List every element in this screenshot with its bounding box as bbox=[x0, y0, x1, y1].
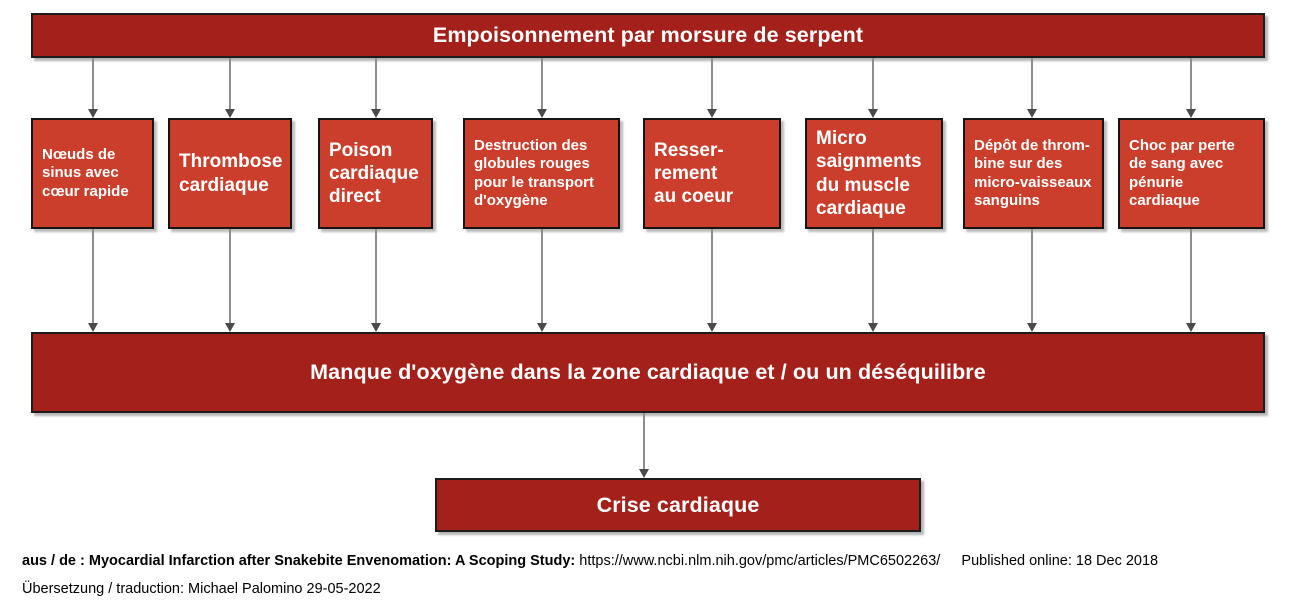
footer-source-url[interactable]: https://www.ncbi.nlm.nih.gov/pmc/article… bbox=[579, 553, 941, 569]
arrow-head bbox=[88, 323, 98, 332]
arrow-shaft bbox=[872, 58, 874, 109]
arrow-shaft bbox=[1190, 58, 1192, 109]
arrow-head bbox=[868, 109, 878, 118]
arrow-title-to-cause-2 bbox=[223, 58, 237, 118]
arrow-shaft bbox=[872, 229, 874, 323]
title-banner-label: Empoisonnement par morsure de serpent bbox=[432, 23, 864, 48]
footer-source-line: aus / de : Myocardial Infarction after S… bbox=[22, 553, 1158, 569]
cause-box-6: Micro saignments du muscle cardiaque bbox=[805, 118, 943, 229]
arrow-head bbox=[1186, 323, 1196, 332]
arrow-head bbox=[225, 109, 235, 118]
title-banner: Empoisonnement par morsure de serpent bbox=[31, 13, 1265, 58]
arrow-cause-8-to-middle bbox=[1184, 229, 1198, 333]
cause-box-6-label: Micro saignments du muscle cardiaque bbox=[816, 128, 922, 219]
cause-box-8-label: Choc par perte de sang avec pénurie card… bbox=[1129, 136, 1235, 209]
arrow-head bbox=[1027, 323, 1037, 332]
arrow-shaft bbox=[711, 58, 713, 109]
cause-box-1: Nœuds de sinus avec cœur rapide bbox=[31, 118, 154, 229]
footer-translation-line: Übersetzung / traduction: Michael Palomi… bbox=[22, 581, 381, 597]
cause-box-2: Thrombose cardiaque bbox=[168, 118, 292, 229]
arrow-title-to-cause-5 bbox=[705, 58, 719, 118]
cause-box-8: Choc par perte de sang avec pénurie card… bbox=[1118, 118, 1265, 229]
arrow-cause-3-to-middle bbox=[369, 229, 383, 333]
arrow-head bbox=[371, 323, 381, 332]
arrow-cause-4-to-middle bbox=[535, 229, 549, 333]
middle-banner-label: Manque d'oxygène dans la zone cardiaque … bbox=[310, 360, 986, 385]
cause-box-4-label: Destruction des globules rouges pour le … bbox=[474, 136, 595, 209]
arrow-head bbox=[537, 323, 547, 332]
cause-box-3: Poison cardiaque direct bbox=[318, 118, 433, 229]
arrow-shaft bbox=[643, 413, 645, 469]
cause-box-1-label: Nœuds de sinus avec cœur rapide bbox=[42, 146, 129, 200]
footer-published-date: Published online: 18 Dec 2018 bbox=[961, 553, 1159, 569]
arrow-cause-5-to-middle bbox=[705, 229, 719, 333]
arrow-head bbox=[707, 109, 717, 118]
arrow-title-to-cause-4 bbox=[535, 58, 549, 118]
outcome-banner: Crise cardiaque bbox=[435, 478, 921, 532]
arrow-cause-2-to-middle bbox=[223, 229, 237, 333]
arrow-head bbox=[88, 109, 98, 118]
arrow-head bbox=[371, 109, 381, 118]
arrow-shaft bbox=[1190, 229, 1192, 323]
arrow-head bbox=[639, 469, 649, 478]
arrow-cause-7-to-middle bbox=[1025, 229, 1039, 333]
cause-box-4: Destruction des globules rouges pour le … bbox=[463, 118, 620, 229]
outcome-banner-label: Crise cardiaque bbox=[596, 492, 760, 517]
arrow-head bbox=[1186, 109, 1196, 118]
arrow-head bbox=[868, 323, 878, 332]
arrow-head bbox=[1027, 109, 1037, 118]
arrow-head bbox=[707, 323, 717, 332]
arrow-shaft bbox=[541, 229, 543, 323]
cause-box-7: Dépôt de throm- bine sur des micro-vaiss… bbox=[963, 118, 1104, 229]
middle-banner: Manque d'oxygène dans la zone cardiaque … bbox=[31, 332, 1265, 413]
arrow-shaft bbox=[1031, 229, 1033, 323]
arrow-head bbox=[225, 323, 235, 332]
arrow-title-to-cause-3 bbox=[369, 58, 383, 118]
arrow-middle-to-outcome bbox=[637, 413, 651, 479]
arrow-shaft bbox=[375, 229, 377, 323]
cause-box-7-label: Dépôt de throm- bine sur des micro-vaiss… bbox=[974, 136, 1092, 209]
arrow-shaft bbox=[375, 58, 377, 109]
footer-source-prefix: aus / de : Myocardial Infarction after S… bbox=[22, 553, 576, 569]
arrow-head bbox=[537, 109, 547, 118]
arrow-shaft bbox=[711, 229, 713, 323]
cause-box-5: Resser- rement au coeur bbox=[643, 118, 781, 229]
cause-box-5-label: Resser- rement au coeur bbox=[654, 139, 734, 208]
footer-translation-label: Übersetzung / traduction: Michael Palomi… bbox=[22, 581, 381, 597]
arrow-shaft bbox=[1031, 58, 1033, 109]
cause-box-3-label: Poison cardiaque direct bbox=[329, 139, 419, 208]
arrow-shaft bbox=[229, 58, 231, 109]
arrow-title-to-cause-7 bbox=[1025, 58, 1039, 118]
arrow-cause-1-to-middle bbox=[86, 229, 100, 333]
arrow-title-to-cause-1 bbox=[86, 58, 100, 118]
arrow-shaft bbox=[541, 58, 543, 109]
cause-box-2-label: Thrombose cardiaque bbox=[179, 151, 283, 196]
arrow-shaft bbox=[229, 229, 231, 323]
arrow-shaft bbox=[92, 58, 94, 109]
arrow-cause-6-to-middle bbox=[866, 229, 880, 333]
arrow-shaft bbox=[92, 229, 94, 323]
arrow-title-to-cause-6 bbox=[866, 58, 880, 118]
arrow-title-to-cause-8 bbox=[1184, 58, 1198, 118]
